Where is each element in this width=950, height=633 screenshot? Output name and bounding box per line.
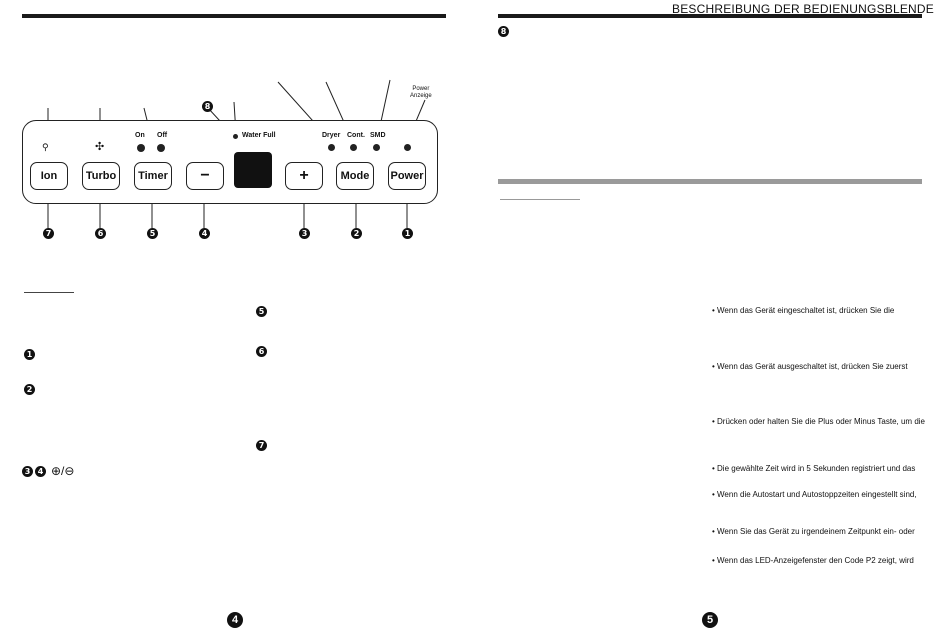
right-section-rule: [498, 179, 922, 184]
section-marker-6: 6: [256, 346, 267, 357]
right-page-number: 5: [702, 612, 718, 628]
dryer-led: [328, 144, 335, 151]
display-marker: 8: [202, 101, 213, 112]
section-marker-3-4: 3 4 ⊕/⊖: [22, 464, 74, 478]
bullet-4: • Die gewählte Zeit wird in 5 Sekunden r…: [712, 464, 916, 473]
left-section-underline: [24, 292, 74, 293]
power-led: [404, 144, 411, 151]
right-marker-8: 8: [498, 26, 509, 37]
callout-4: 4: [199, 228, 210, 239]
section-marker-1: 1: [24, 349, 35, 360]
cont-label: Cont.: [347, 132, 365, 139]
section-marker-5: 5: [256, 306, 267, 317]
plus-minus-icon: ⊕/⊖: [51, 464, 75, 478]
dryer-label: Dryer: [322, 132, 341, 139]
timer-off-led: [157, 144, 165, 152]
right-top-rule: [498, 14, 922, 18]
cont-led: [350, 144, 357, 151]
ion-icon: ⚲: [42, 142, 49, 152]
right-header-title: BESCHREIBUNG DER BEDIENUNGSBLENDE: [672, 2, 934, 16]
fan-icon: ✣: [95, 141, 105, 153]
timer-button[interactable]: Timer: [134, 162, 172, 190]
right-section-underline: [500, 199, 580, 200]
left-top-rule: [22, 14, 446, 18]
turbo-button[interactable]: Turbo: [82, 162, 120, 190]
plus-button[interactable]: +: [285, 162, 323, 190]
minus-button[interactable]: −: [186, 162, 224, 190]
timer-off-label: Off: [157, 132, 168, 139]
bullet-1: • Wenn das Gerät eingeschaltet ist, drüc…: [712, 306, 895, 315]
callout-7: 7: [43, 228, 54, 239]
bullet-7: • Wenn das LED-Anzeigefenster den Code P…: [712, 556, 914, 565]
callout-2: 2: [351, 228, 362, 239]
section-marker-2: 2: [24, 384, 35, 395]
callout-5: 5: [147, 228, 158, 239]
mode-button[interactable]: Mode: [336, 162, 374, 190]
ion-button[interactable]: Ion: [30, 162, 68, 190]
timer-on-label: On: [135, 132, 145, 139]
bullet-3: • Drücken oder halten Sie die Plus oder …: [712, 417, 925, 426]
section-marker-7: 7: [256, 440, 267, 451]
left-page-number: 4: [227, 612, 243, 628]
smd-label: SMD: [370, 132, 386, 139]
callout-1: 1: [402, 228, 413, 239]
smd-led: [373, 144, 380, 151]
water-full-led: [233, 134, 238, 139]
power-button[interactable]: Power: [388, 162, 426, 190]
timer-on-led: [137, 144, 145, 152]
bullet-5: • Wenn die Autostart und Autostoppzeiten…: [712, 490, 917, 499]
led-display: [234, 152, 272, 188]
bullet-2: • Wenn das Gerät ausgeschaltet ist, drüc…: [712, 362, 908, 371]
callout-6: 6: [95, 228, 106, 239]
callout-3: 3: [299, 228, 310, 239]
power-indicator-label: Power Anzeige: [410, 86, 432, 99]
water-full-label: Water Full: [242, 132, 276, 139]
bullet-6: • Wenn Sie das Gerät zu irgendeinem Zeit…: [712, 527, 915, 536]
